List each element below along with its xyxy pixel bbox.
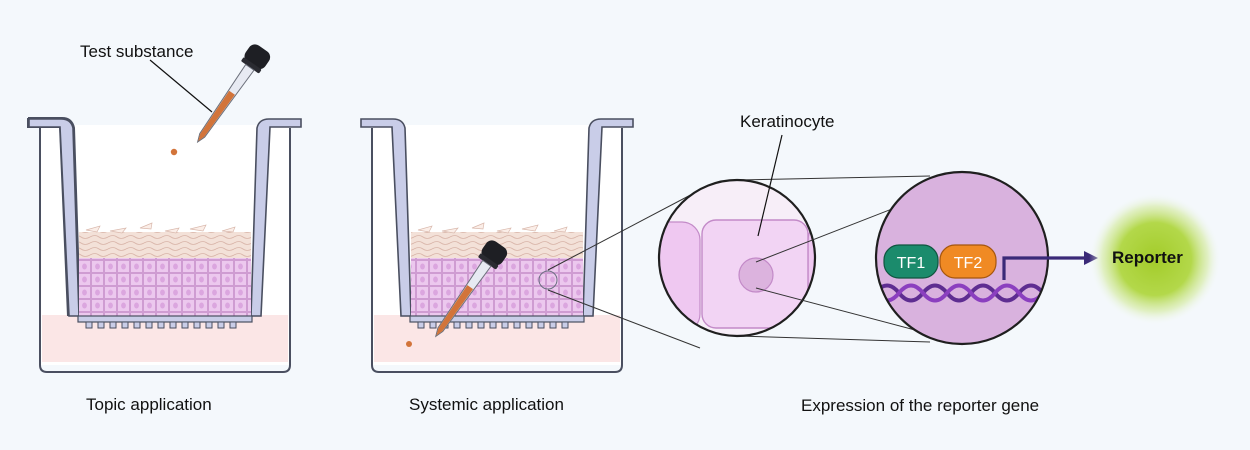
topic-application-label: Topic application [86, 395, 212, 414]
leader-line [149, 59, 213, 113]
droplet [406, 341, 412, 347]
tf2-protein: TF2 [939, 244, 997, 279]
test-substance-label: Test substance [80, 42, 194, 61]
leader-line [757, 134, 783, 237]
stratum-corneum [79, 232, 251, 258]
reporter-glow [1089, 193, 1221, 325]
dna-strand [876, 283, 1048, 303]
epidermis-cells [79, 258, 251, 316]
zoom-source [538, 270, 558, 290]
pipette-icon [434, 240, 508, 338]
nucleus [738, 257, 774, 293]
tf2-label: TF2 [954, 255, 983, 272]
expression-label: Expression of the reporter gene [801, 396, 1040, 415]
promoter-arrow [1002, 256, 1086, 280]
zoom-line [547, 189, 701, 271]
well-topic [27, 117, 302, 373]
tf1-protein: TF1 [883, 244, 939, 279]
systemic-application-label: Systemic application [409, 395, 564, 414]
zoom-line [755, 287, 916, 331]
keratinocyte-label: Keratinocyte [740, 112, 835, 131]
culture-medium [42, 315, 288, 362]
zoom-line [547, 289, 701, 349]
zoom-line [755, 199, 916, 263]
zoom-line [737, 335, 931, 343]
reporter-label: Reporter [1112, 248, 1183, 267]
zoom-line [737, 175, 931, 181]
tf1-label: TF1 [897, 255, 926, 272]
pipette-icon [196, 44, 271, 144]
keratinocyte-zoom [657, 178, 817, 338]
droplet [170, 148, 178, 156]
culture-medium [374, 315, 620, 362]
